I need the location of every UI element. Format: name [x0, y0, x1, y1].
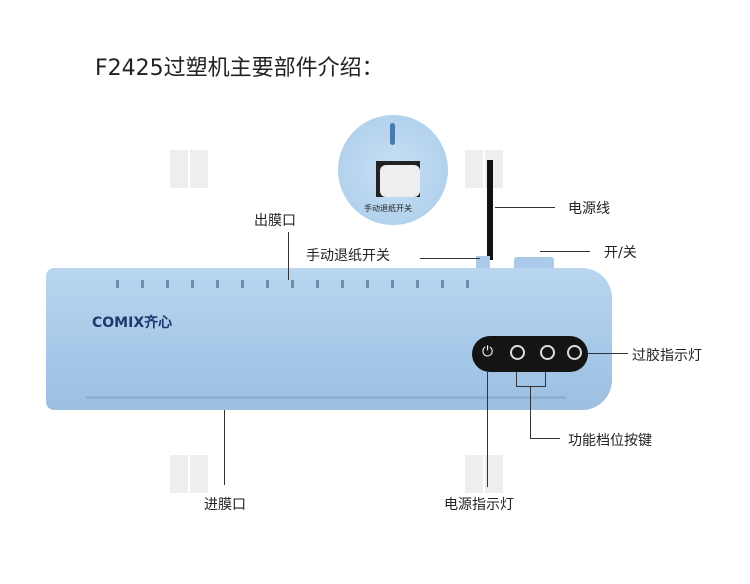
watermark-logo	[465, 455, 503, 493]
watermark-logo	[170, 455, 208, 493]
release-knob[interactable]	[476, 256, 490, 270]
label-function-buttons: 功能档位按键	[568, 433, 652, 449]
label-film-outlet: 出膜口	[254, 213, 296, 229]
watermark-logo	[465, 150, 503, 188]
label-on-off: 开/关	[604, 245, 637, 261]
label-film-inlet: 进膜口	[204, 497, 246, 513]
page-title: F2425过塑机主要部件介绍：	[95, 56, 384, 81]
label-manual-release: 手动退纸开关	[306, 248, 390, 264]
function-button-1[interactable]	[510, 345, 525, 360]
label-laminate-indicator: 过胶指示灯	[632, 348, 702, 364]
power-cord	[487, 160, 493, 260]
label-power-cord: 电源线	[568, 201, 610, 217]
inset-label: 手动退纸开关	[364, 204, 412, 213]
power-switch[interactable]	[514, 257, 554, 271]
brand-logo: COMIX齐心	[92, 315, 173, 331]
manual-release-inset: 手动退纸开关	[338, 115, 448, 225]
laminate-indicator-light	[567, 345, 582, 360]
power-icon: ⏻	[482, 344, 494, 360]
film-inlet-slot	[86, 396, 566, 399]
release-switch-icon	[380, 165, 420, 197]
watermark-logo	[170, 150, 208, 188]
control-panel: ⏻	[472, 336, 588, 372]
function-button-2[interactable]	[540, 345, 555, 360]
label-power-indicator: 电源指示灯	[444, 497, 514, 513]
